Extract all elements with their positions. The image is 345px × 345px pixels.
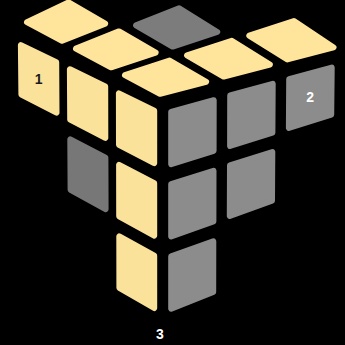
- cube-sticker: [136, 8, 217, 46]
- cube-sticker: [76, 31, 156, 67]
- cube-sticker: [70, 69, 105, 138]
- cube-sticker: [119, 237, 154, 309]
- cube-sticker: [171, 100, 214, 164]
- cube-sticker: [249, 21, 333, 59]
- cube-sticker: [171, 171, 213, 237]
- cube-sticker: [70, 139, 105, 209]
- cube-sticker: [27, 2, 105, 40]
- cube-sticker: [187, 41, 270, 77]
- cube-sticker: [230, 84, 273, 146]
- cube-sticker: [289, 68, 332, 128]
- callout-number: 3: [156, 327, 164, 341]
- cube-sticker: [125, 61, 206, 94]
- cube-sticker: [119, 93, 154, 163]
- cube-sticker: [230, 152, 272, 216]
- callout-number: 2: [306, 90, 314, 104]
- cube-sticker: [119, 165, 154, 236]
- cube-sticker: [21, 45, 57, 113]
- callout-number: 1: [35, 72, 43, 86]
- cube-sticker: [171, 241, 213, 308]
